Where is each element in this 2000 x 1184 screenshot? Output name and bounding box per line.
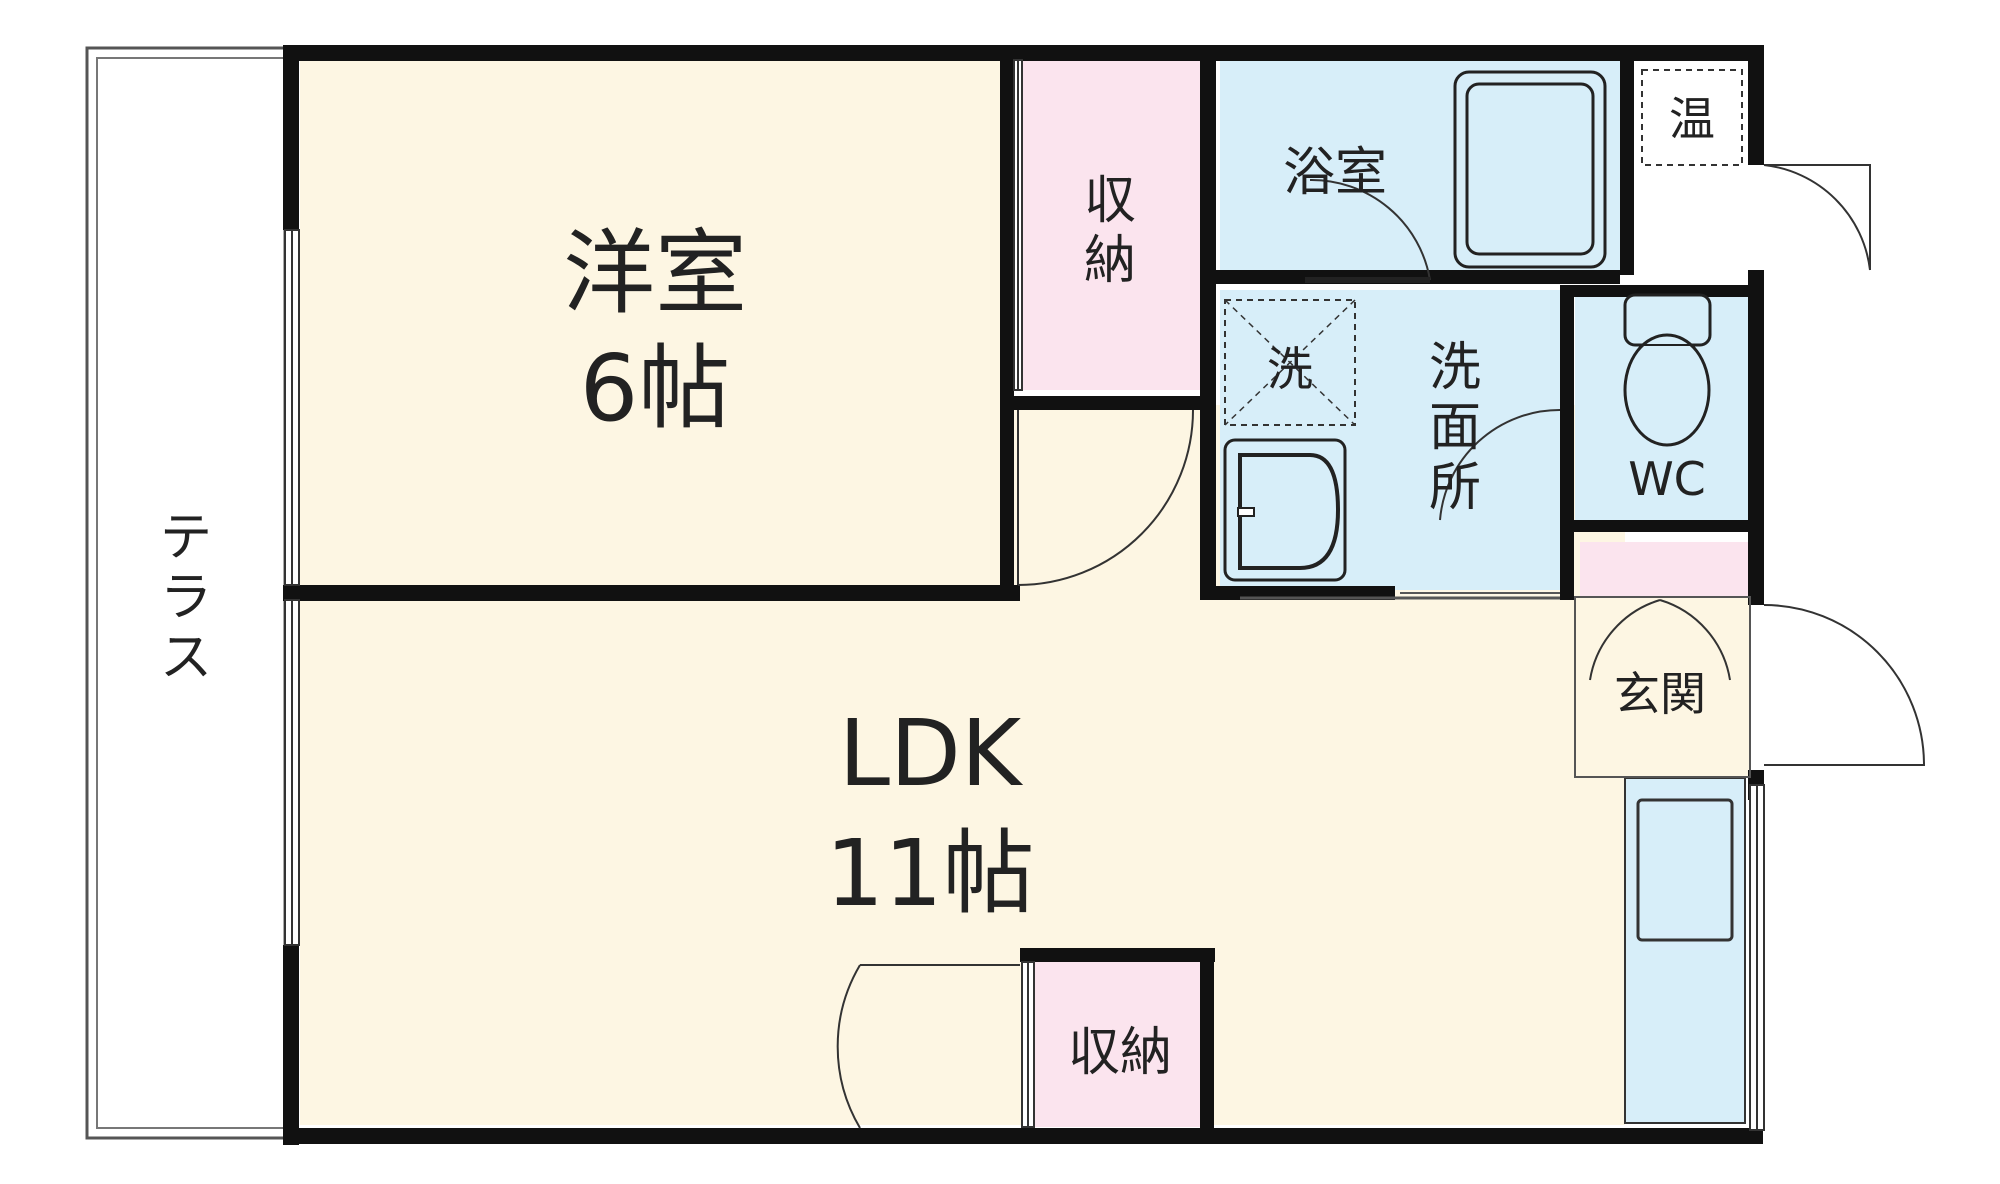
entrance-floor [1575, 597, 1750, 777]
hall-floor [1010, 405, 1220, 605]
wash-basin [1223, 438, 1347, 582]
bathtub [1453, 70, 1607, 269]
entrance-step [1580, 542, 1750, 597]
kitchen-sink [1636, 798, 1734, 942]
terrace-label-1: テ [160, 508, 212, 568]
washer-label: 洗 [1267, 342, 1313, 396]
terrace-label-3: ス [160, 628, 212, 688]
water-heater-box [1641, 69, 1743, 166]
washroom-label-1: 洗 [1429, 338, 1481, 398]
washroom-label-2: 面 [1429, 398, 1481, 458]
storage-top-label-1: 収 [1084, 171, 1136, 231]
storage-top-floor [1020, 60, 1200, 390]
storage-bottom-floor [1035, 962, 1205, 1127]
washroom-door [1240, 592, 1560, 600]
storage-top-doors [1013, 59, 1023, 391]
western-room-floor [300, 60, 1010, 595]
terrace-area [85, 46, 287, 1140]
water-heater-floor [1635, 60, 1755, 275]
storage-bottom-label: 収納 [1068, 1023, 1172, 1083]
entrance-label: 玄関 [1614, 667, 1706, 721]
storage-top-label-2: 納 [1084, 231, 1136, 291]
ldk-size: 11帖 [825, 820, 1034, 927]
toilet-fixture [1623, 293, 1712, 447]
toilet-label: WC [1628, 452, 1706, 506]
entrance-frame [1574, 596, 1751, 778]
walls [283, 45, 1764, 1145]
west-windows [284, 229, 300, 946]
east-window [1749, 784, 1765, 1131]
washroom-label-3: 所 [1429, 458, 1481, 518]
water-heater-label: 温 [1669, 92, 1715, 146]
bathroom-label: 浴室 [1283, 143, 1387, 203]
terrace-label-2: ラ [160, 568, 212, 628]
ldk-name: LDK [839, 700, 1024, 807]
washer-box [1224, 299, 1356, 426]
bathtub-inner [1465, 82, 1595, 256]
western-room-name: 洋室 [563, 220, 747, 327]
ldk-floor [300, 595, 1625, 1125]
western-room-size: 6帖 [580, 335, 731, 442]
storage-bottom-doors [1021, 961, 1035, 1128]
